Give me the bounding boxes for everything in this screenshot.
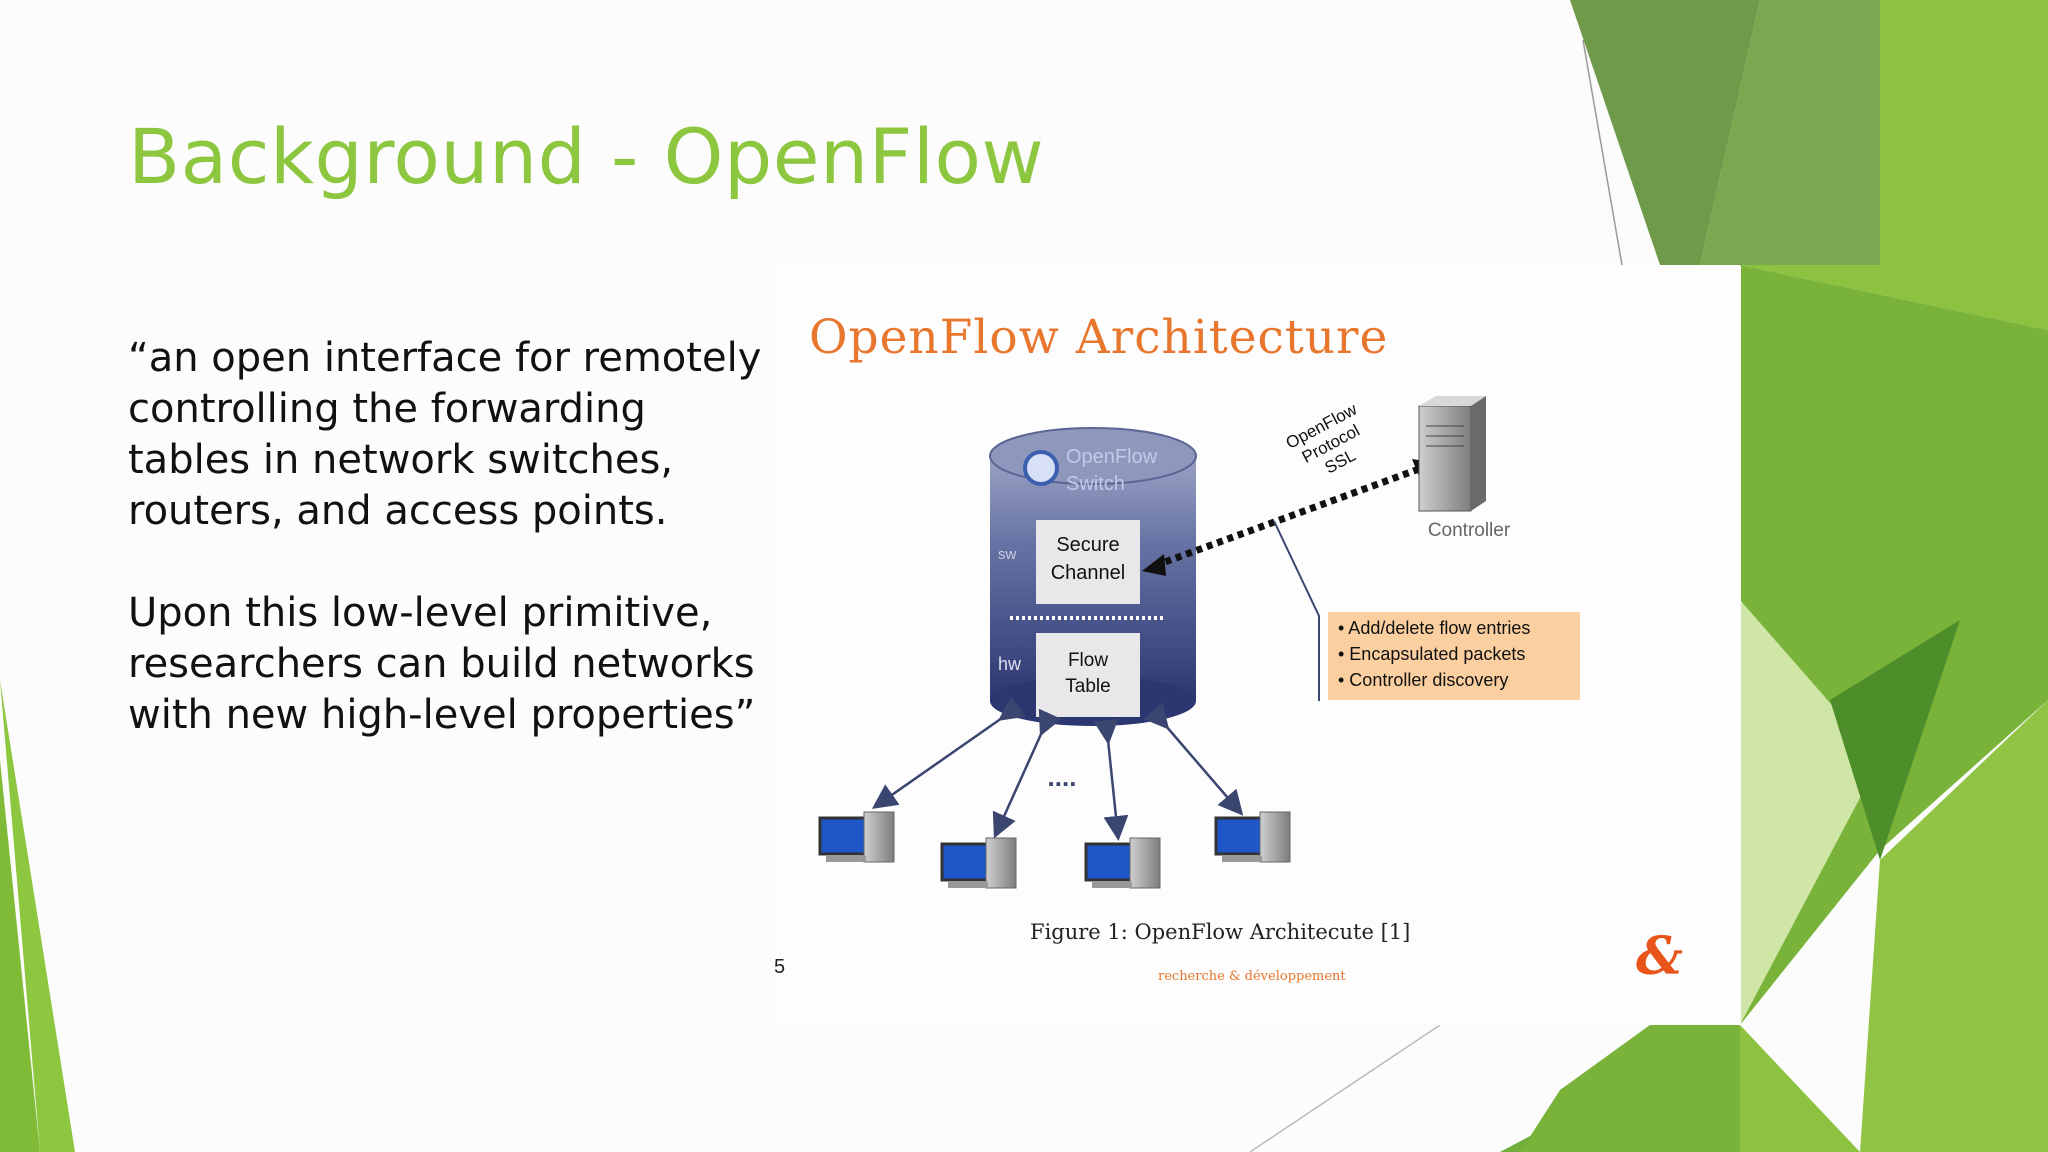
protocol-link xyxy=(1152,465,1421,570)
bullet-item: • Controller discovery xyxy=(1338,670,1509,690)
slide-title: Background - OpenFlow xyxy=(128,112,1045,201)
sw-label: sw xyxy=(998,546,1017,563)
footer-note: recherche & développement xyxy=(1158,969,1346,984)
controller-label: Controller xyxy=(1427,520,1511,541)
page-number: 5 xyxy=(774,956,786,978)
controller-server-icon xyxy=(1418,396,1486,512)
ampersand-logo: & xyxy=(1636,926,1683,987)
bullet-item: • Add/delete flow entries xyxy=(1338,618,1531,638)
body-text: “an open interface for remotely controll… xyxy=(128,333,768,792)
quote-paragraph-1: “an open interface for remotely controll… xyxy=(128,335,762,534)
architecture-diagram xyxy=(818,396,1486,889)
openflow-functions-box: • Add/delete flow entries • Encapsulated… xyxy=(1328,612,1580,700)
host-links xyxy=(871,696,1244,841)
hw-label: hw xyxy=(998,654,1022,674)
quote-paragraph-2: Upon this low-level primitive, researche… xyxy=(128,590,756,738)
bullet-item: • Encapsulated packets xyxy=(1338,644,1526,664)
secure-channel-label-1: Secure xyxy=(1056,534,1120,556)
host-computer-icon xyxy=(818,811,895,863)
host-computer-icon xyxy=(940,837,1017,889)
figure-title: OpenFlow Architecture xyxy=(809,310,1389,365)
figure-caption: Figure 1: OpenFlow Architecute [1] xyxy=(1030,920,1411,944)
flow-table-label-1: Flow xyxy=(1067,650,1109,671)
secure-channel-label-2: Channel xyxy=(1050,562,1126,584)
switch-label-openflow: OpenFlow xyxy=(1066,446,1158,468)
host-computer-icon xyxy=(1214,811,1291,863)
bullets-connector xyxy=(1273,520,1320,701)
flow-table-label-2: Table xyxy=(1065,676,1111,697)
host-computer-icon xyxy=(1084,837,1161,889)
openflow-architecture-figure: OpenFlow Architecture xyxy=(774,266,1741,1025)
hosts-ellipsis: .... xyxy=(1047,762,1077,792)
switch-label-switch: Switch xyxy=(1066,473,1125,495)
